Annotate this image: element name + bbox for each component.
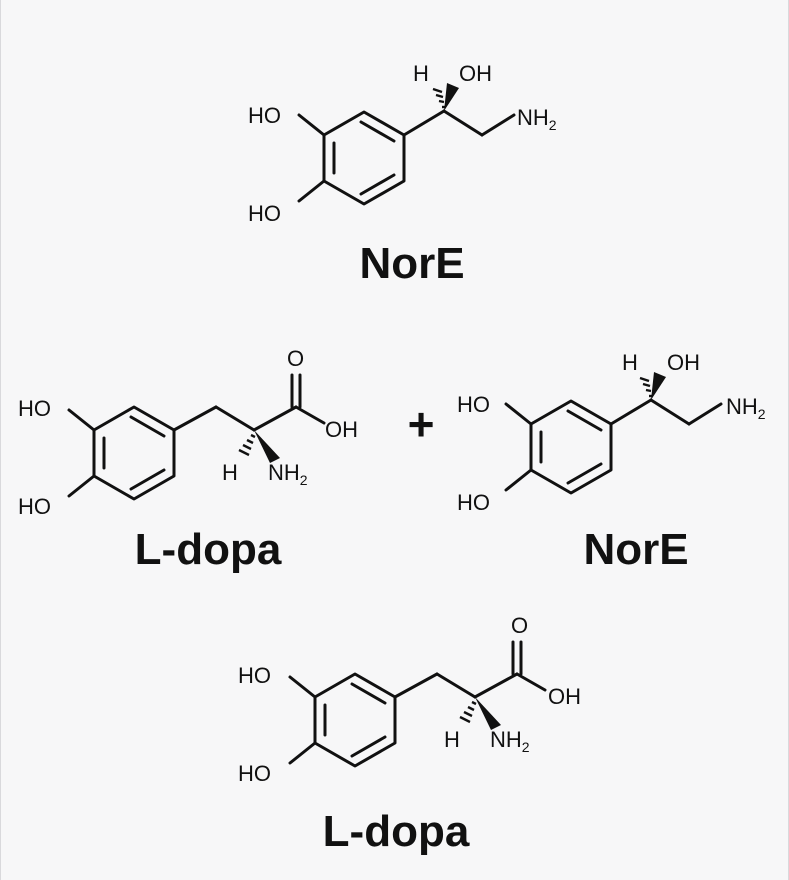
- atom-label-ho: HO: [238, 761, 271, 786]
- atom-label-nh2: NH2: [490, 727, 530, 755]
- atom-label-o: O: [511, 613, 528, 638]
- atom-label-h: H: [413, 61, 429, 86]
- atom-label-oh: OH: [459, 61, 492, 86]
- atom-label-ho: HO: [457, 490, 490, 515]
- atom-label-oh: OH: [548, 684, 581, 709]
- atom-label-ho: HO: [248, 201, 281, 226]
- atom-label-h: H: [622, 350, 638, 375]
- molecule-name: NorE: [359, 239, 464, 288]
- molecule-mid-norepinephrine: HO HO H OH NH2 NorE: [457, 350, 766, 574]
- norepinephrine-structure: [504, 370, 723, 495]
- atom-label-ho: HO: [18, 396, 51, 421]
- molecule-bottom-ldopa: HO HO O OH H NH2 L-dopa: [238, 613, 581, 856]
- norepinephrine-structure: [297, 81, 516, 206]
- atom-label-o: O: [287, 346, 304, 371]
- atom-label-nh2: NH2: [268, 460, 308, 488]
- plus-sign: +: [408, 398, 435, 450]
- atom-label-oh: OH: [667, 350, 700, 375]
- atom-label-h: H: [222, 460, 238, 485]
- atom-label-nh2: NH2: [517, 105, 557, 133]
- atom-label-oh: OH: [325, 417, 358, 442]
- atom-label-ho: HO: [248, 103, 281, 128]
- atom-label-h: H: [444, 727, 460, 752]
- molecule-mid-ldopa: HO HO O OH H NH2 L-dopa: [18, 346, 358, 574]
- molecule-name: L-dopa: [323, 807, 470, 856]
- molecule-name: L-dopa: [135, 525, 282, 574]
- atom-label-ho: HO: [238, 663, 271, 688]
- molecule-top-norepinephrine: HO HO H OH NH2 NorE: [248, 61, 557, 288]
- atom-label-ho: HO: [18, 494, 51, 519]
- molecule-name: NorE: [583, 525, 688, 574]
- atom-label-ho: HO: [457, 392, 490, 417]
- atom-label-nh2: NH2: [726, 394, 766, 422]
